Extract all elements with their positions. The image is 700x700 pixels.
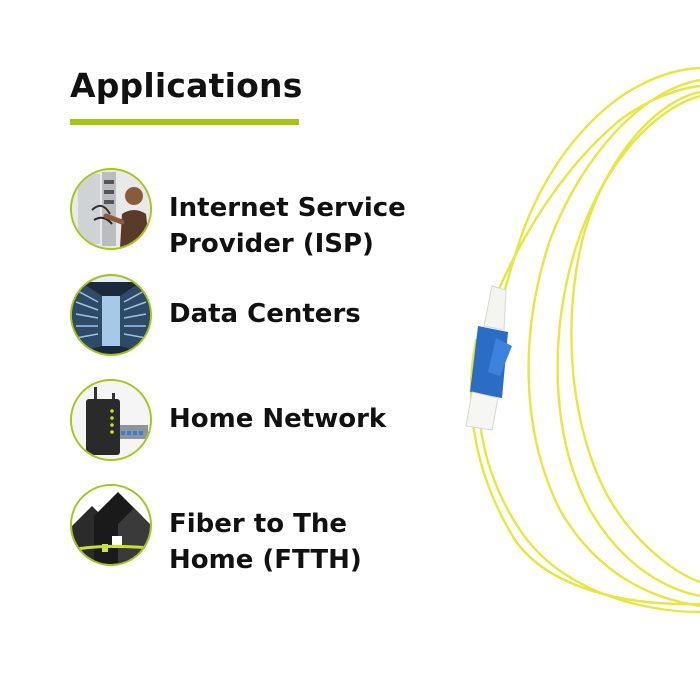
technician-icon (70, 168, 152, 250)
application-item-home-network: Home Network (70, 379, 530, 461)
application-item-ftth: Fiber to The Home (FTTH) (70, 484, 530, 575)
title-underline (70, 119, 299, 125)
application-item-isp: Internet Service Provider (ISP) (70, 168, 530, 259)
application-label: Fiber to The Home (FTTH) (169, 509, 362, 575)
router-icon (70, 379, 152, 461)
fiber-patch-cable-image (465, 66, 700, 614)
houses-icon (70, 484, 152, 566)
application-label: Data Centers (169, 299, 361, 329)
application-label: Internet Service Provider (ISP) (169, 193, 406, 259)
server-rack-icon (70, 274, 152, 356)
application-item-data-centers: Data Centers (70, 274, 530, 356)
page-title: Applications (70, 66, 303, 105)
application-label: Home Network (169, 404, 387, 434)
